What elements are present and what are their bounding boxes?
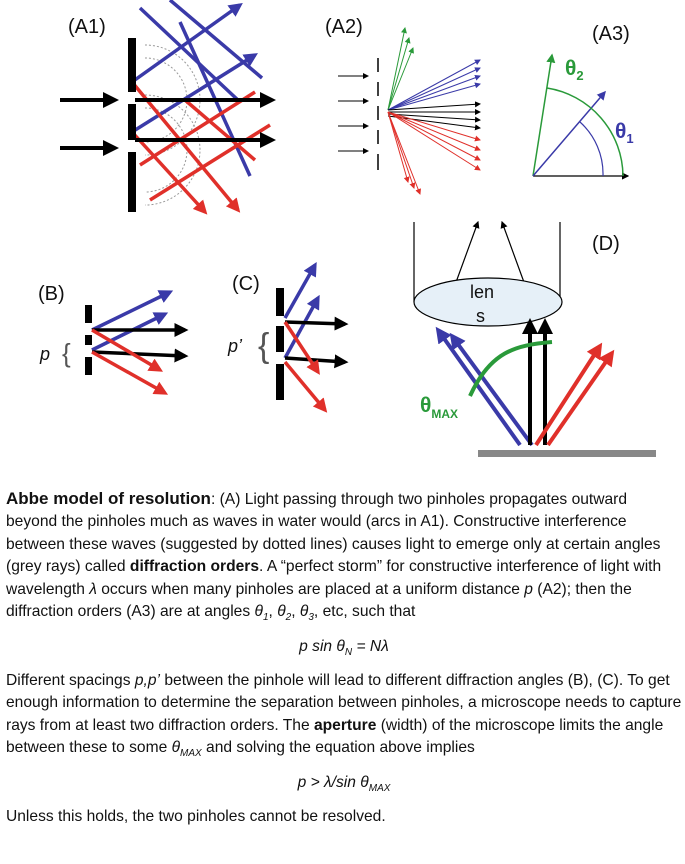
equation-1: p sin θN = Nλ [299,637,389,658]
b-rays [91,290,189,395]
caption-text: . A “perfect storm” for constructive int… [6,558,662,598]
equation-2: p > λ/sin θMAX [297,773,391,794]
abbe-figure: (A1) [38,0,656,457]
spacing-p-prime: p’ [227,336,243,356]
caption-paragraph-3: Unless this holds, the two pinholes cann… [6,808,386,826]
caption-text: : (A) Light passing through two pinholes… [6,491,661,576]
caption: Abbe model of resolution: (A) Light pass… [6,488,682,829]
a1-red-rays [130,80,271,215]
d-rays [435,318,615,447]
caption-paragraph-1: Abbe model of resolution: (A) Light pass… [6,489,662,624]
a1-barrier [128,38,136,212]
caption-text: , etc, such that [313,603,416,621]
brace-p: { [62,338,71,368]
a3-theta1-label: θ1 [615,120,634,146]
a1-wave-arcs [144,44,201,206]
c-barrier [276,288,284,400]
d-lens [413,277,563,327]
a3-theta2-label: θ2 [565,57,584,83]
panel-a1: (A1) [60,0,276,215]
caption-paragraph-2: Different spacings p,p’ between the pinh… [6,672,682,760]
caption-title: Abbe model of resolution [6,489,211,508]
lens-text-2: s [476,306,485,326]
panel-c: (C) p’ { [227,261,349,413]
term-aperture: aperture [313,716,377,734]
symbol-lambda: λ [89,580,97,598]
symbol-p: p [524,580,533,598]
panel-a3: (A3) θ2 θ1 [532,23,634,180]
brace-p-prime: { [258,327,269,365]
spacing-p: p [39,344,50,364]
lens-text-1: len [470,282,494,302]
a2-input-rays [338,73,369,154]
label-d: (D) [592,233,620,255]
c-rays [283,261,349,413]
d-objective-outline [413,220,561,302]
b-barrier [85,305,92,375]
label-a3: (A3) [592,23,630,45]
a1-black-rays [60,92,276,156]
d-theta-max-label: θMAX [420,394,458,421]
panel-b: (B) p { [38,283,189,395]
a3-blue-ray [532,90,606,177]
panel-a2: (A2) [325,16,481,195]
a2-red-rays [387,111,481,195]
caption-text: occurs when many pinholes are placed at … [96,580,525,598]
a2-blue-rays [387,59,481,111]
d-slide [478,450,656,457]
symbol-theta-2: θ2 [277,603,292,624]
a3-green-ray [532,53,556,177]
symbol-theta-3: θ3 [299,603,314,624]
a3-theta2-arc [546,87,624,177]
label-c: (C) [232,273,260,295]
caption-text: (A2); then the diffraction orders (A3) a… [6,580,632,621]
d-theta-max-arc [468,340,553,397]
label-a1: (A1) [68,16,106,38]
panel-d: (D) len s θMAX [413,220,656,457]
label-a2: (A2) [325,16,363,38]
label-b: (B) [38,283,65,305]
a2-green-rays [387,27,414,111]
symbol-theta-1: θ1 [254,603,269,624]
a3-theta1-arc [579,121,604,177]
symbol-theta-max: θMAX [171,739,202,760]
term-diffraction-orders: diffraction orders [129,558,260,576]
symbol-p-pprime: p,p’ [134,672,161,690]
